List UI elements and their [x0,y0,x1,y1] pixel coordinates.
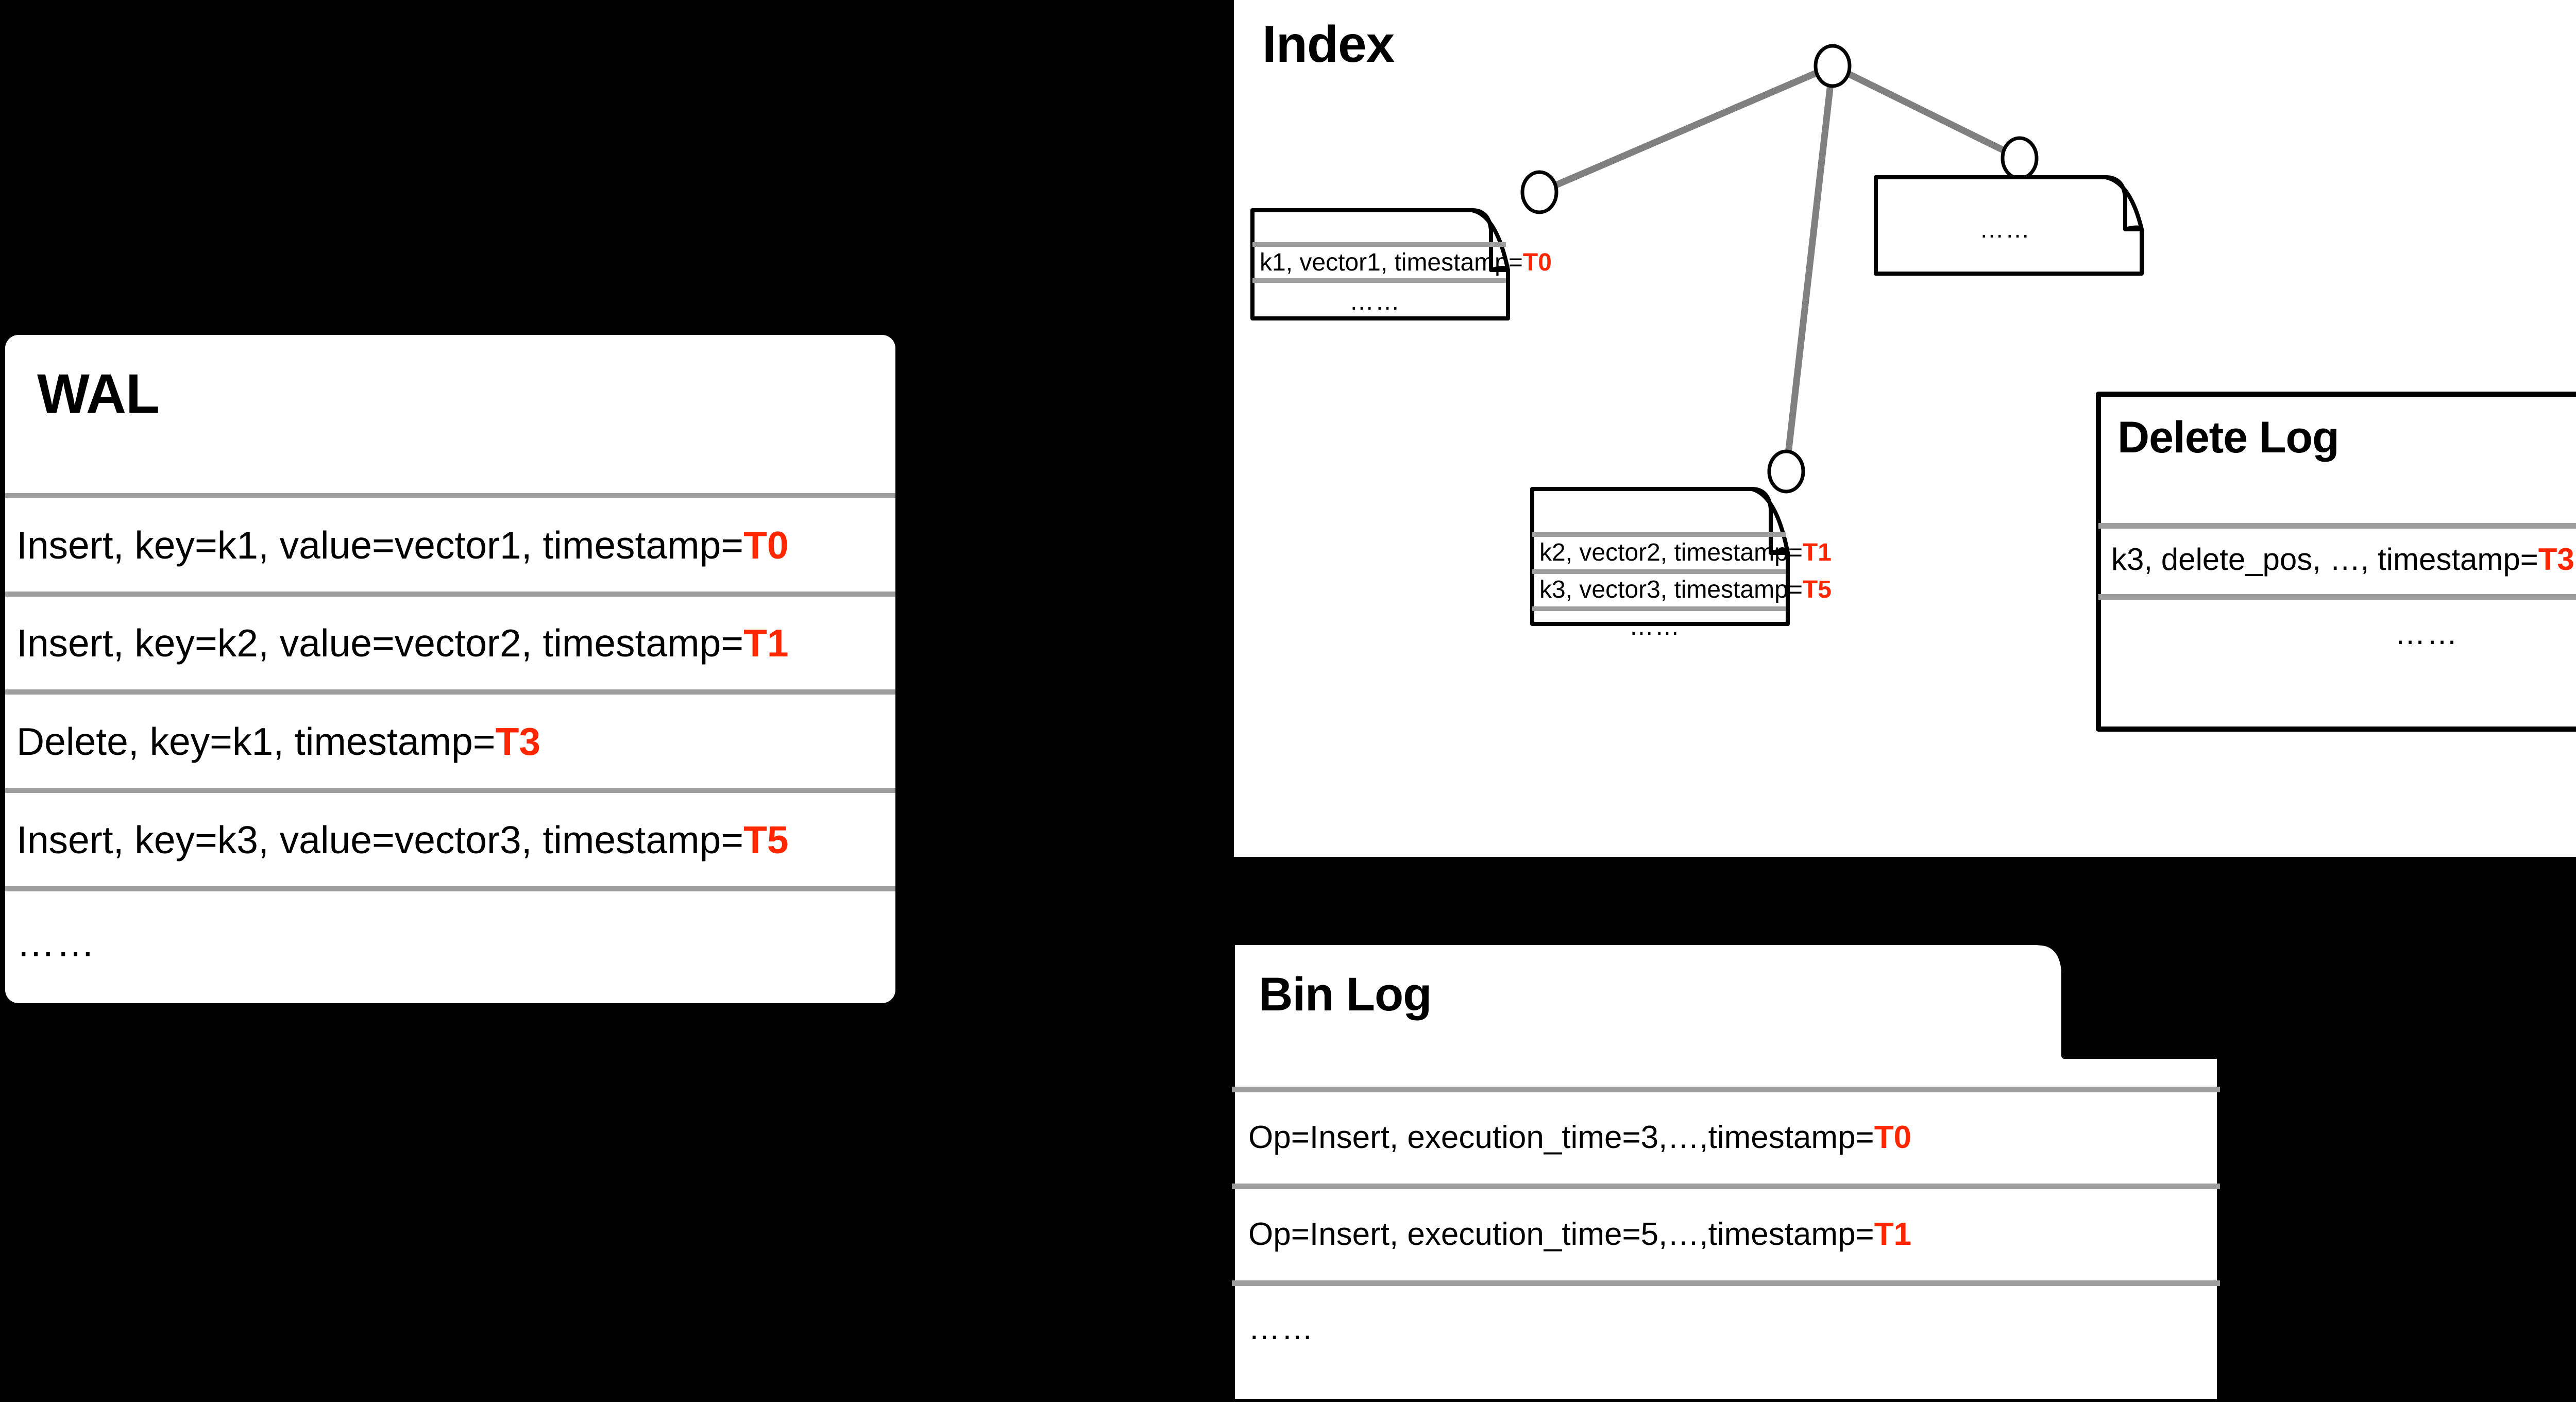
index-title: Index [1262,15,1395,73]
leaf-k2k3-row-timestamp: T5 [1802,576,1832,603]
wal-panel: WAL Insert, key=k1, value=vector1, times… [5,335,895,1003]
delete-log-divider [2098,523,2576,529]
bin-log-row: Op=Insert, execution_time=3,…,timestamp=… [1248,1122,1911,1154]
leaf-right-row-ellipsis: …… [1979,216,2031,243]
leaf-k2k3-divider [1532,569,1786,574]
bin-log-row-timestamp: T1 [1874,1217,1912,1252]
wal-row-timestamp: T3 [495,719,541,763]
bin-log-divider [1232,1087,2220,1092]
tree-node-left [1520,170,1558,214]
delete-log-row: k3, delete_pos, …, timestamp=T3 [2111,544,2574,575]
bin-log-row-text: Op=Insert, execution_time=5,…,timestamp= [1248,1217,1874,1252]
wal-divider [5,689,895,695]
wal-row-text: …… [16,921,96,965]
delete-log-row-text: k3, delete_pos, …, timestamp= [2111,542,2538,577]
leaf-k1-row: k1, vector1, timestamp=T0 [1260,250,1552,275]
index-panel: Index k1, vector1, timestamp=T0 [1234,0,2576,857]
wal-row[interactable]: Insert, key=k1, value=vector1, timestamp… [16,498,892,592]
wal-row-text: Delete, key=k1, timestamp= [16,719,496,763]
bin-log-row-timestamp: T0 [1874,1120,1912,1155]
tree-node-right [2001,136,2039,180]
doc-shape-right [1874,175,2144,276]
leaf-k2k3-row-timestamp: T1 [1802,539,1832,566]
delete-log-panel[interactable]: Delete Log k3, delete_pos, …, timestamp=… [2096,392,2576,732]
tree-edge-root-left [1538,63,1834,195]
leaf-k2k3-row: k3, vector3, timestamp=T5 [1539,578,1832,602]
index-leaf-right[interactable]: …… [1874,175,2144,276]
tree-node-bottom [1767,449,1805,494]
bin-log-panel[interactable]: Bin Log Op=Insert, execution_time=3,…,ti… [1229,939,2223,1402]
doc-shape-delete-log [2096,392,2576,732]
wal-row-timestamp: T0 [743,523,789,567]
wal-row[interactable]: Insert, key=k3, value=vector3, timestamp… [16,793,892,886]
delete-log-row-ellipsis: …… [2395,616,2459,651]
wal-row-text: Insert, key=k2, value=vector2, timestamp… [16,621,744,665]
wal-row-timestamp: T1 [743,621,789,665]
wal-title: WAL [37,362,160,425]
wal-divider [5,493,895,498]
wal-row[interactable]: Insert, key=k2, value=vector2, timestamp… [16,597,892,689]
leaf-k1-row-ellipsis: …… [1349,288,1401,315]
tree-edge-root-right [1831,63,2021,161]
leaf-k1-row-text: k1, vector1, timestamp= [1260,249,1523,276]
bin-log-title: Bin Log [1259,968,1432,1021]
wal-divider [5,886,895,891]
bin-log-row: Op=Insert, execution_time=5,…,timestamp=… [1248,1219,1911,1251]
leaf-k1-divider [1252,242,1506,247]
delete-log-divider [2098,594,2576,600]
index-leaf-k1[interactable]: k1, vector1, timestamp=T0 …… [1250,208,1552,320]
wal-divider [5,592,895,597]
wal-divider [5,788,895,793]
leaf-k2k3-divider [1532,606,1786,611]
bin-log-divider [1232,1184,2220,1189]
delete-log-row-timestamp: T3 [2538,542,2574,577]
bin-log-row-ellipsis: …… [1248,1311,1314,1346]
leaf-k2k3-row: k2, vector2, timestamp=T1 [1539,540,1832,565]
leaf-k2k3-divider [1532,532,1786,537]
wal-row-text: Insert, key=k1, value=vector1, timestamp… [16,523,744,567]
tree-edge-root-bottom [1783,65,1836,472]
bin-log-row-text: Op=Insert, execution_time=3,…,timestamp= [1248,1120,1874,1155]
doc-shape-bin-log [1229,939,2223,1402]
wal-row-timestamp: T5 [743,818,789,862]
leaf-k1-row-timestamp: T0 [1522,249,1552,276]
tree-node-root [1814,44,1852,88]
delete-log-title: Delete Log [2117,413,2340,462]
wal-row-text: Insert, key=k3, value=vector3, timestamp… [16,818,744,862]
index-leaf-k2k3[interactable]: k2, vector2, timestamp=T1 k3, vector3, t… [1530,487,1832,639]
leaf-k2k3-row-text: k3, vector3, timestamp= [1539,576,1803,603]
bin-log-divider [1232,1280,2220,1286]
wal-row[interactable]: Delete, key=k1, timestamp=T3 [16,695,892,788]
doc-shape-k2k3 [1530,487,1790,626]
wal-row-ellipsis[interactable]: …… [16,891,892,994]
leaf-k1-divider [1252,278,1506,283]
leaf-k2k3-row-text: k2, vector2, timestamp= [1539,539,1803,566]
doc-shape-k1 [1250,208,1510,320]
leaf-k2k3-row-ellipsis: …… [1629,613,1681,640]
